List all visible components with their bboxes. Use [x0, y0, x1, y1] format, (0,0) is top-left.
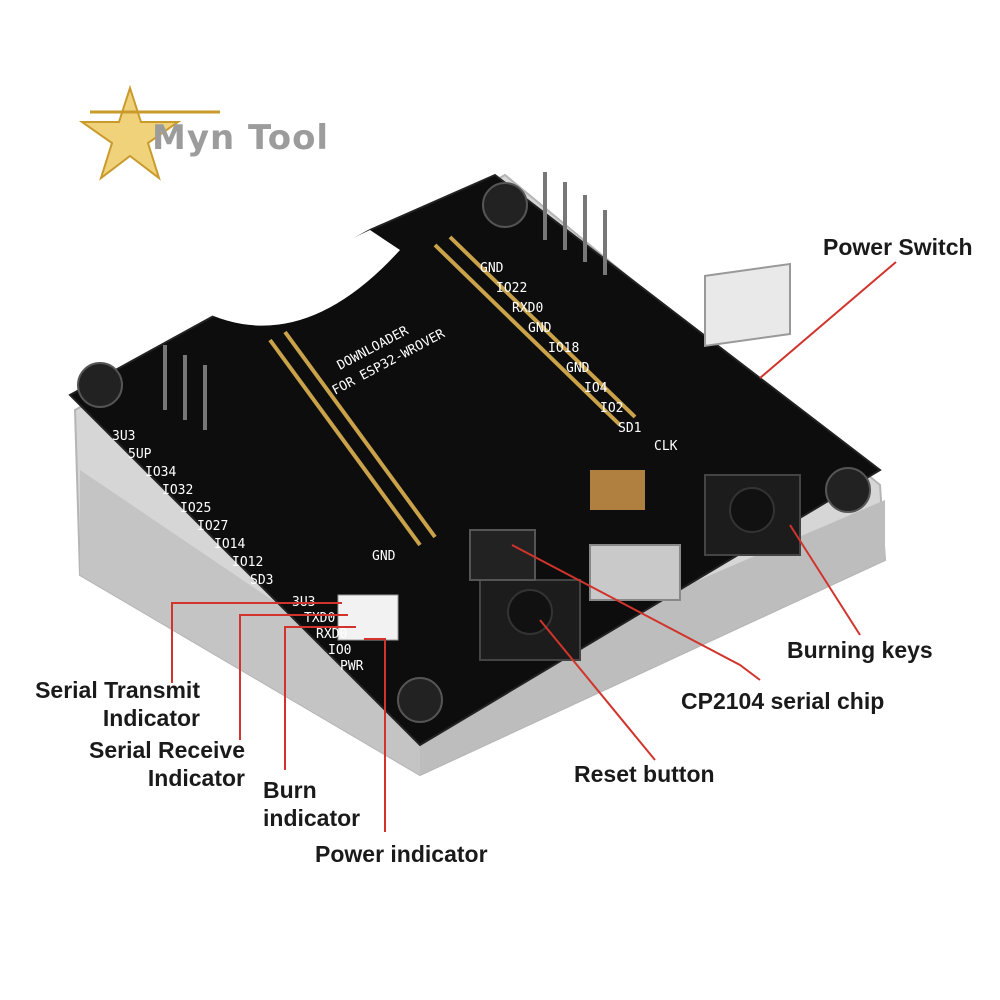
- right-pin-label: IO22: [496, 281, 527, 296]
- callout-burn-indicator: Burn indicator: [263, 776, 360, 832]
- right-pin-labels: GND IO22 RXD0 GND IO18 GND IO4 IO2 SD1 C…: [480, 261, 678, 454]
- left-pin-label: 5UP: [128, 447, 152, 462]
- left-pin-label: 3U3: [112, 429, 135, 444]
- callout-serial-transmit-line1: Serial Transmit: [35, 677, 200, 703]
- callout-serial-transmit: Serial Transmit Indicator: [10, 676, 200, 732]
- callout-burn-line2: indicator: [263, 805, 361, 831]
- indicator-pin-label: PWR: [340, 659, 364, 674]
- callout-lines: [171, 261, 897, 832]
- left-pin-label: IO14: [214, 537, 245, 552]
- callout-reset-button: Reset button: [574, 761, 715, 787]
- left-pin-label: SD3: [250, 573, 273, 588]
- right-pin-label: IO4: [584, 381, 608, 396]
- right-pin-label: GND: [528, 321, 552, 336]
- right-pin-label: CLK: [654, 439, 678, 454]
- right-pin-label: IO2: [600, 401, 623, 416]
- callout-burn-line1: Burn: [263, 777, 317, 803]
- left-pin-label: IO25: [180, 501, 211, 516]
- callout-burning-keys: Burning keys: [787, 637, 933, 663]
- left-pin-labels: 3U3 5UP IO34 IO32 IO25 IO27 IO14 IO12 SD…: [112, 429, 273, 588]
- left-pin-label: IO12: [232, 555, 263, 570]
- callout-serial-transmit-line2: Indicator: [102, 705, 200, 731]
- left-pin-label: IO32: [162, 483, 193, 498]
- right-pin-label: SD1: [618, 421, 641, 436]
- right-pin-label: GND: [480, 261, 504, 276]
- right-pin-label: RXD0: [512, 301, 543, 316]
- callout-serial-receive: Serial Receive Indicator: [40, 736, 245, 792]
- bottom-pin-label: GND: [372, 549, 396, 564]
- left-pin-label: IO27: [197, 519, 228, 534]
- indicator-pin-label: RXD0: [316, 627, 347, 642]
- callout-cp2104: CP2104 serial chip: [681, 688, 885, 714]
- brand-logo-text: Myn Tool: [152, 118, 330, 158]
- callout-serial-receive-line2: Indicator: [147, 765, 245, 791]
- indicator-pin-label: IO0: [328, 643, 351, 658]
- callout-power-switch: Power Switch: [823, 234, 973, 260]
- callout-serial-receive-line1: Serial Receive: [88, 737, 245, 763]
- right-pin-label: IO18: [548, 341, 579, 356]
- right-pin-label: GND: [566, 361, 590, 376]
- indicator-pin-label: TXD0: [304, 611, 335, 626]
- callout-power-indicator: Power indicator: [315, 841, 488, 867]
- left-pin-label: IO34: [145, 465, 176, 480]
